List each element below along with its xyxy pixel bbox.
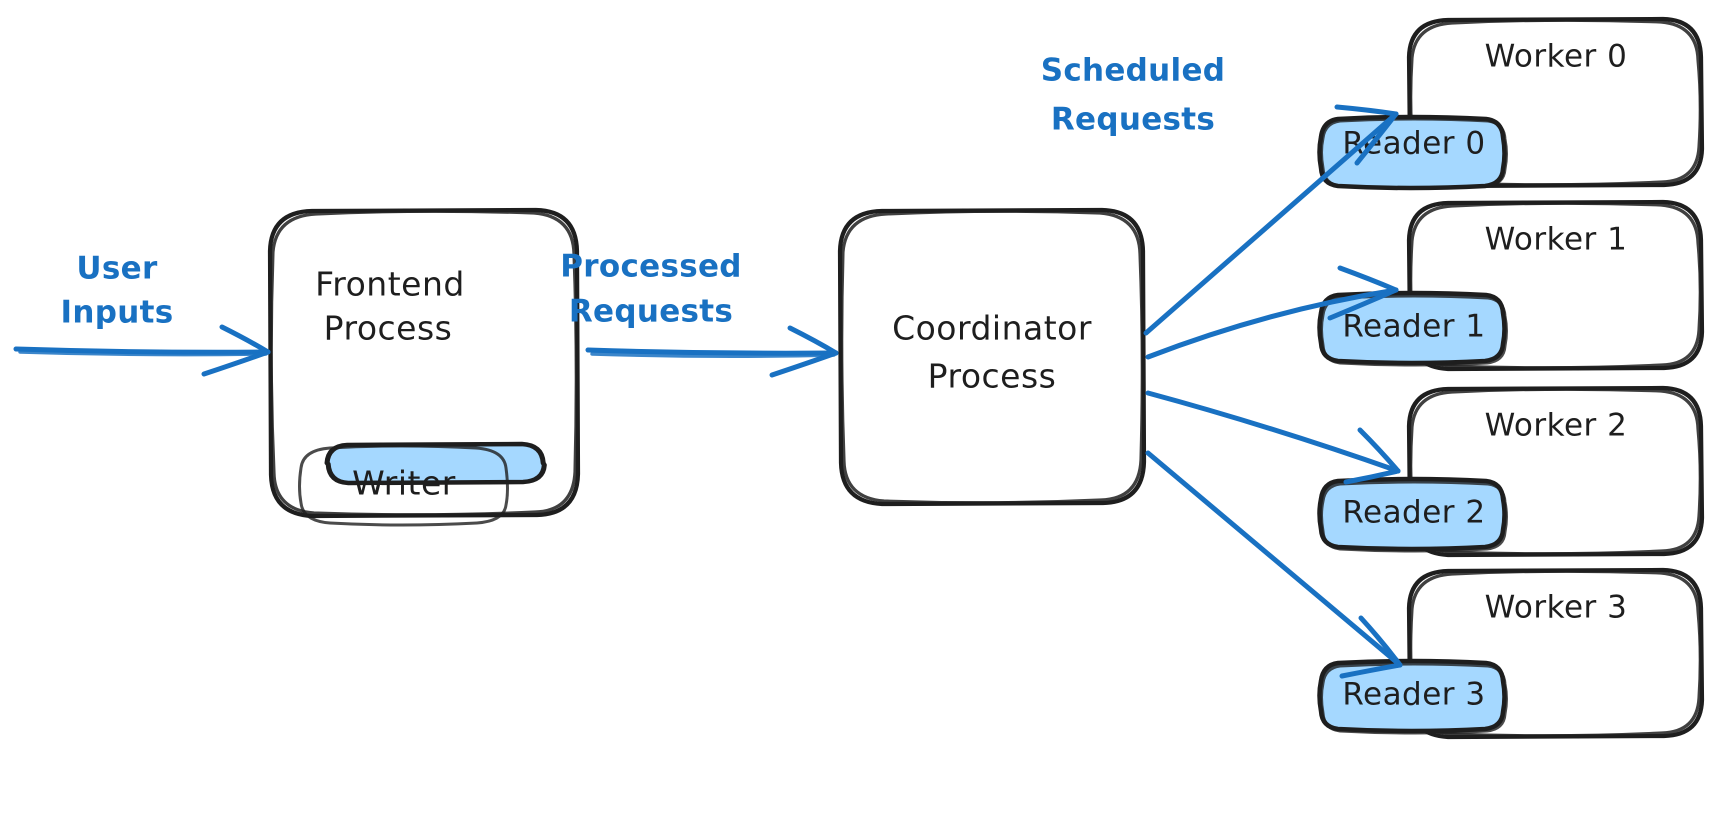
reader-2-label: Reader 2 (1342, 495, 1485, 531)
node-worker-3[interactable]: Worker 3 Reader 3 (1317, 567, 1705, 740)
worker-2-label: Worker 2 (1485, 408, 1628, 444)
edge-coordinator-to-worker-0 (1143, 104, 1399, 336)
user-inputs-label-line1: User (76, 251, 158, 287)
node-reader-1[interactable]: Reader 1 (1317, 290, 1508, 367)
reader-1-label: Reader 1 (1342, 309, 1485, 345)
node-worker-2[interactable]: Worker 2 Reader 2 (1317, 385, 1705, 558)
node-coordinator-process[interactable]: Coordinator Process (837, 207, 1147, 507)
edge-scheduled-requests[interactable]: Scheduled Requests (1041, 53, 1403, 679)
worker-3-label: Worker 3 (1485, 590, 1628, 626)
worker-0-label: Worker 0 (1485, 39, 1628, 75)
node-reader-0[interactable]: Reader 0 (1317, 114, 1508, 191)
scheduled-requests-label-line1: Scheduled (1041, 53, 1226, 89)
user-inputs-label-line2: Inputs (61, 295, 174, 331)
edge-user-inputs[interactable]: User Inputs (13, 251, 271, 377)
frontend-process-label-line2: Process (324, 309, 453, 348)
coordinator-process-label-line2: Process (928, 357, 1057, 396)
node-worker-0[interactable]: Worker 0 Reader 0 (1317, 16, 1705, 191)
edge-coordinator-to-worker-2 (1145, 390, 1401, 485)
writer-label: Writer (352, 464, 456, 503)
edge-coordinator-to-worker-3 (1145, 450, 1403, 679)
processed-requests-label-line2: Requests (569, 294, 733, 330)
scheduled-requests-label-line2: Requests (1051, 102, 1215, 138)
edge-coordinator-to-worker-1 (1145, 265, 1399, 360)
processed-requests-label-line1: Processed (560, 249, 742, 285)
edge-processed-requests[interactable]: Processed Requests (560, 249, 839, 378)
node-reader-3[interactable]: Reader 3 (1317, 658, 1508, 735)
coordinator-process-label-line1: Coordinator (892, 309, 1092, 348)
node-writer[interactable]: Writer (298, 441, 547, 527)
reader-3-label: Reader 3 (1342, 677, 1485, 713)
node-frontend-process[interactable]: Frontend Process Writer (267, 207, 581, 527)
node-worker-1[interactable]: Worker 1 Reader 1 (1317, 199, 1705, 372)
frontend-process-label-line1: Frontend (315, 265, 465, 304)
worker-1-label: Worker 1 (1485, 222, 1628, 258)
node-reader-2[interactable]: Reader 2 (1317, 476, 1508, 553)
